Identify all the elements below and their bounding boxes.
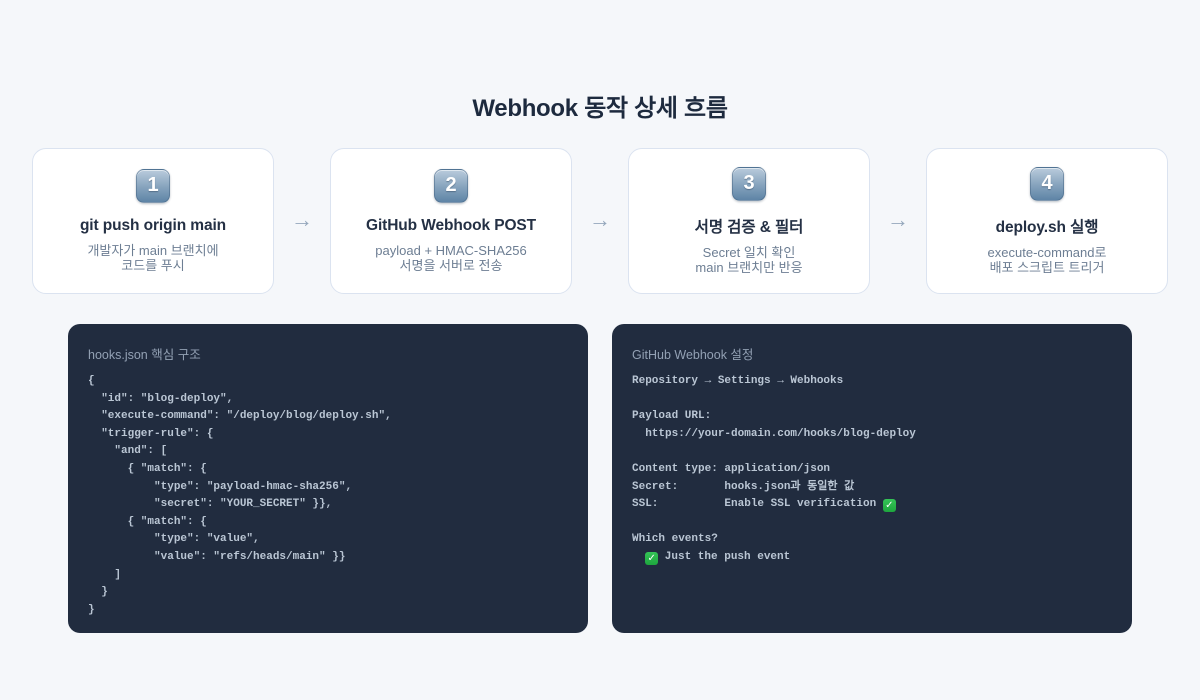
code-line: SSL: Enable SSL verification ✓ (632, 496, 1112, 514)
step-title: deploy.sh 실행 (995, 218, 1099, 236)
step-desc-line: 배포 스크립트 트리거 (989, 260, 1105, 275)
code-line: "type": "value", (88, 533, 260, 546)
code-line: } (88, 603, 95, 616)
step-card-3: 3 서명 검증 & 필터 Secret 일치 확인 main 브랜치만 반응 (628, 148, 870, 294)
code-line: { "match": { (88, 515, 207, 528)
panel-header: GitHub Webhook 설정 (632, 348, 754, 362)
step-card-4: 4 deploy.sh 실행 execute-command로 배포 스크립트 … (926, 148, 1168, 294)
panel-header: hooks.json 핵심 구조 (88, 348, 201, 362)
code-line: { (88, 375, 95, 387)
keycap-4-icon: 4 (1030, 166, 1064, 201)
step-card-2: 2 GitHub Webhook POST payload + HMAC-SHA… (330, 148, 572, 294)
code-line: "execute-command": "/deploy/blog/deploy.… (88, 410, 392, 423)
code-line: ] (88, 568, 122, 581)
code-line: Secret: hooks.json과 동일한 값 (632, 480, 855, 493)
flow-arrow-icon: → (887, 207, 909, 232)
code-line: { "match": { (88, 462, 207, 475)
step-desc: execute-command로 배포 스크립트 트리거 (988, 245, 1107, 276)
step-desc-line: main 브랜치만 반응 (695, 260, 803, 275)
code-line: Which events? (632, 533, 718, 546)
check-emoji: ✓ (882, 499, 896, 513)
code-line: } (88, 586, 108, 599)
code-line (632, 391, 1112, 409)
page-title: Webhook 동작 상세 흐름 (472, 95, 728, 122)
check-emoji: ✓ (645, 552, 659, 566)
flow-row: 1 git push origin main 개발자가 main 브랜치에 코드… (32, 148, 1168, 294)
hooks-json-code-block: { "id": "blog-deploy", "execute-command"… (88, 373, 568, 619)
panel-github-webhook: GitHub Webhook 설정 Repository → Settings … (612, 324, 1132, 633)
panel-hooks-json: hooks.json 핵심 구조 { "id": "blog-deploy", … (68, 324, 588, 633)
step-desc-line: 코드를 푸시 (121, 258, 185, 273)
code-line (632, 443, 1112, 461)
flow-arrow-icon: → (589, 207, 611, 232)
keycap-1-icon: 1 (136, 168, 170, 203)
github-webhook-code-block: Repository → Settings → Webhooks Payload… (632, 373, 1112, 567)
step-card-1: 1 git push origin main 개발자가 main 브랜치에 코드… (32, 148, 274, 294)
step-title: git push origin main (79, 216, 227, 234)
keycap-3-icon: 3 (732, 166, 766, 201)
code-line: Repository → Settings → Webhooks (632, 375, 844, 387)
code-line: "type": "payload-hmac-sha256", (88, 480, 353, 493)
code-line: https://your-domain.com/hooks/blog-deplo… (632, 427, 916, 440)
step-desc: Secret 일치 확인 main 브랜치만 반응 (695, 245, 802, 276)
code-line: "and": [ (88, 445, 168, 458)
panels-row: hooks.json 핵심 구조 { "id": "blog-deploy", … (68, 324, 1132, 633)
keycap-2-icon: 2 (434, 168, 468, 203)
step-desc: 개발자가 main 브랜치에 코드를 푸시 (87, 243, 218, 274)
code-line: "value": "refs/heads/main" }} (88, 550, 346, 563)
step-desc-line: 개발자가 main 브랜치에 (87, 242, 219, 258)
code-line: "trigger-rule": { (88, 427, 214, 440)
flow-arrow-icon: → (291, 207, 313, 232)
step-desc: payload + HMAC-SHA256 서명을 서버로 전송 (375, 243, 526, 274)
step-desc-line: Secret 일치 확인 (702, 244, 796, 260)
code-line: ✓ Just the push event (632, 549, 1112, 567)
step-desc-line: payload + HMAC-SHA256 (375, 242, 527, 258)
code-line (632, 514, 1112, 532)
step-desc-line: execute-command로 (987, 244, 1107, 260)
step-desc-line: 서명을 서버로 전송 (399, 258, 503, 273)
step-title: 서명 검증 & 필터 (694, 218, 804, 236)
code-line: Payload URL: (632, 410, 712, 423)
code-line: "secret": "YOUR_SECRET" }}, (88, 498, 333, 511)
step-title: GitHub Webhook POST (365, 216, 537, 234)
code-line: "id": "blog-deploy", (88, 392, 234, 405)
code-line: Content type: application/json (632, 462, 831, 475)
